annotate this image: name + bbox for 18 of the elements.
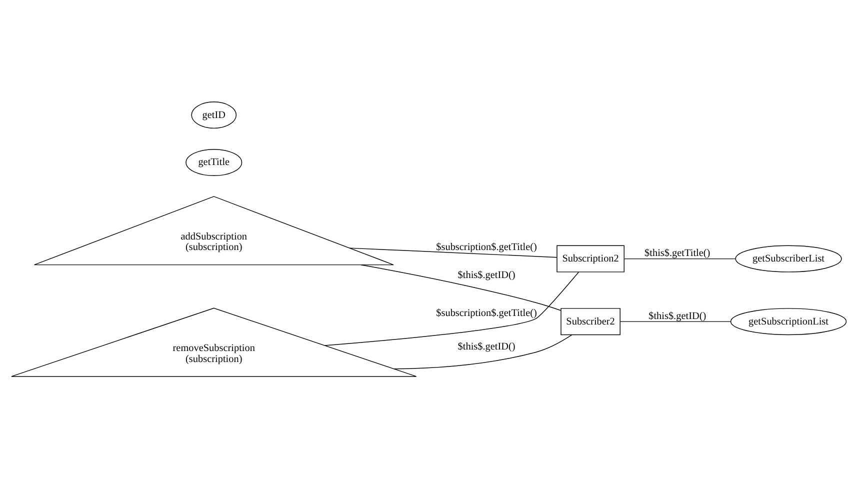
- node-ellipse: getID: [191, 102, 237, 129]
- connector: [324, 272, 580, 346]
- connector: [394, 334, 572, 370]
- edge-label: $this$.getID(): [458, 270, 516, 281]
- node-ellipse: getTitle: [186, 148, 242, 176]
- edge-label: $this$.getID(): [648, 310, 706, 322]
- node-ellipse: getSubscriptionList: [730, 308, 847, 336]
- connector: [349, 248, 558, 258]
- edge-label: $this$.getTitle(): [644, 248, 710, 260]
- edge-label: $subscription$.getTitle(): [436, 308, 537, 319]
- edge-label: $this$.getID(): [458, 341, 516, 352]
- connector: [620, 321, 731, 322]
- node-ellipse: getSubscriberList: [735, 245, 842, 272]
- node-box: Subscription2: [556, 245, 624, 272]
- node-box: Subscriber2: [560, 308, 620, 336]
- edge-label: $subscription$.getTitle(): [436, 242, 537, 254]
- connector: [360, 264, 562, 311]
- connector: [624, 258, 736, 260]
